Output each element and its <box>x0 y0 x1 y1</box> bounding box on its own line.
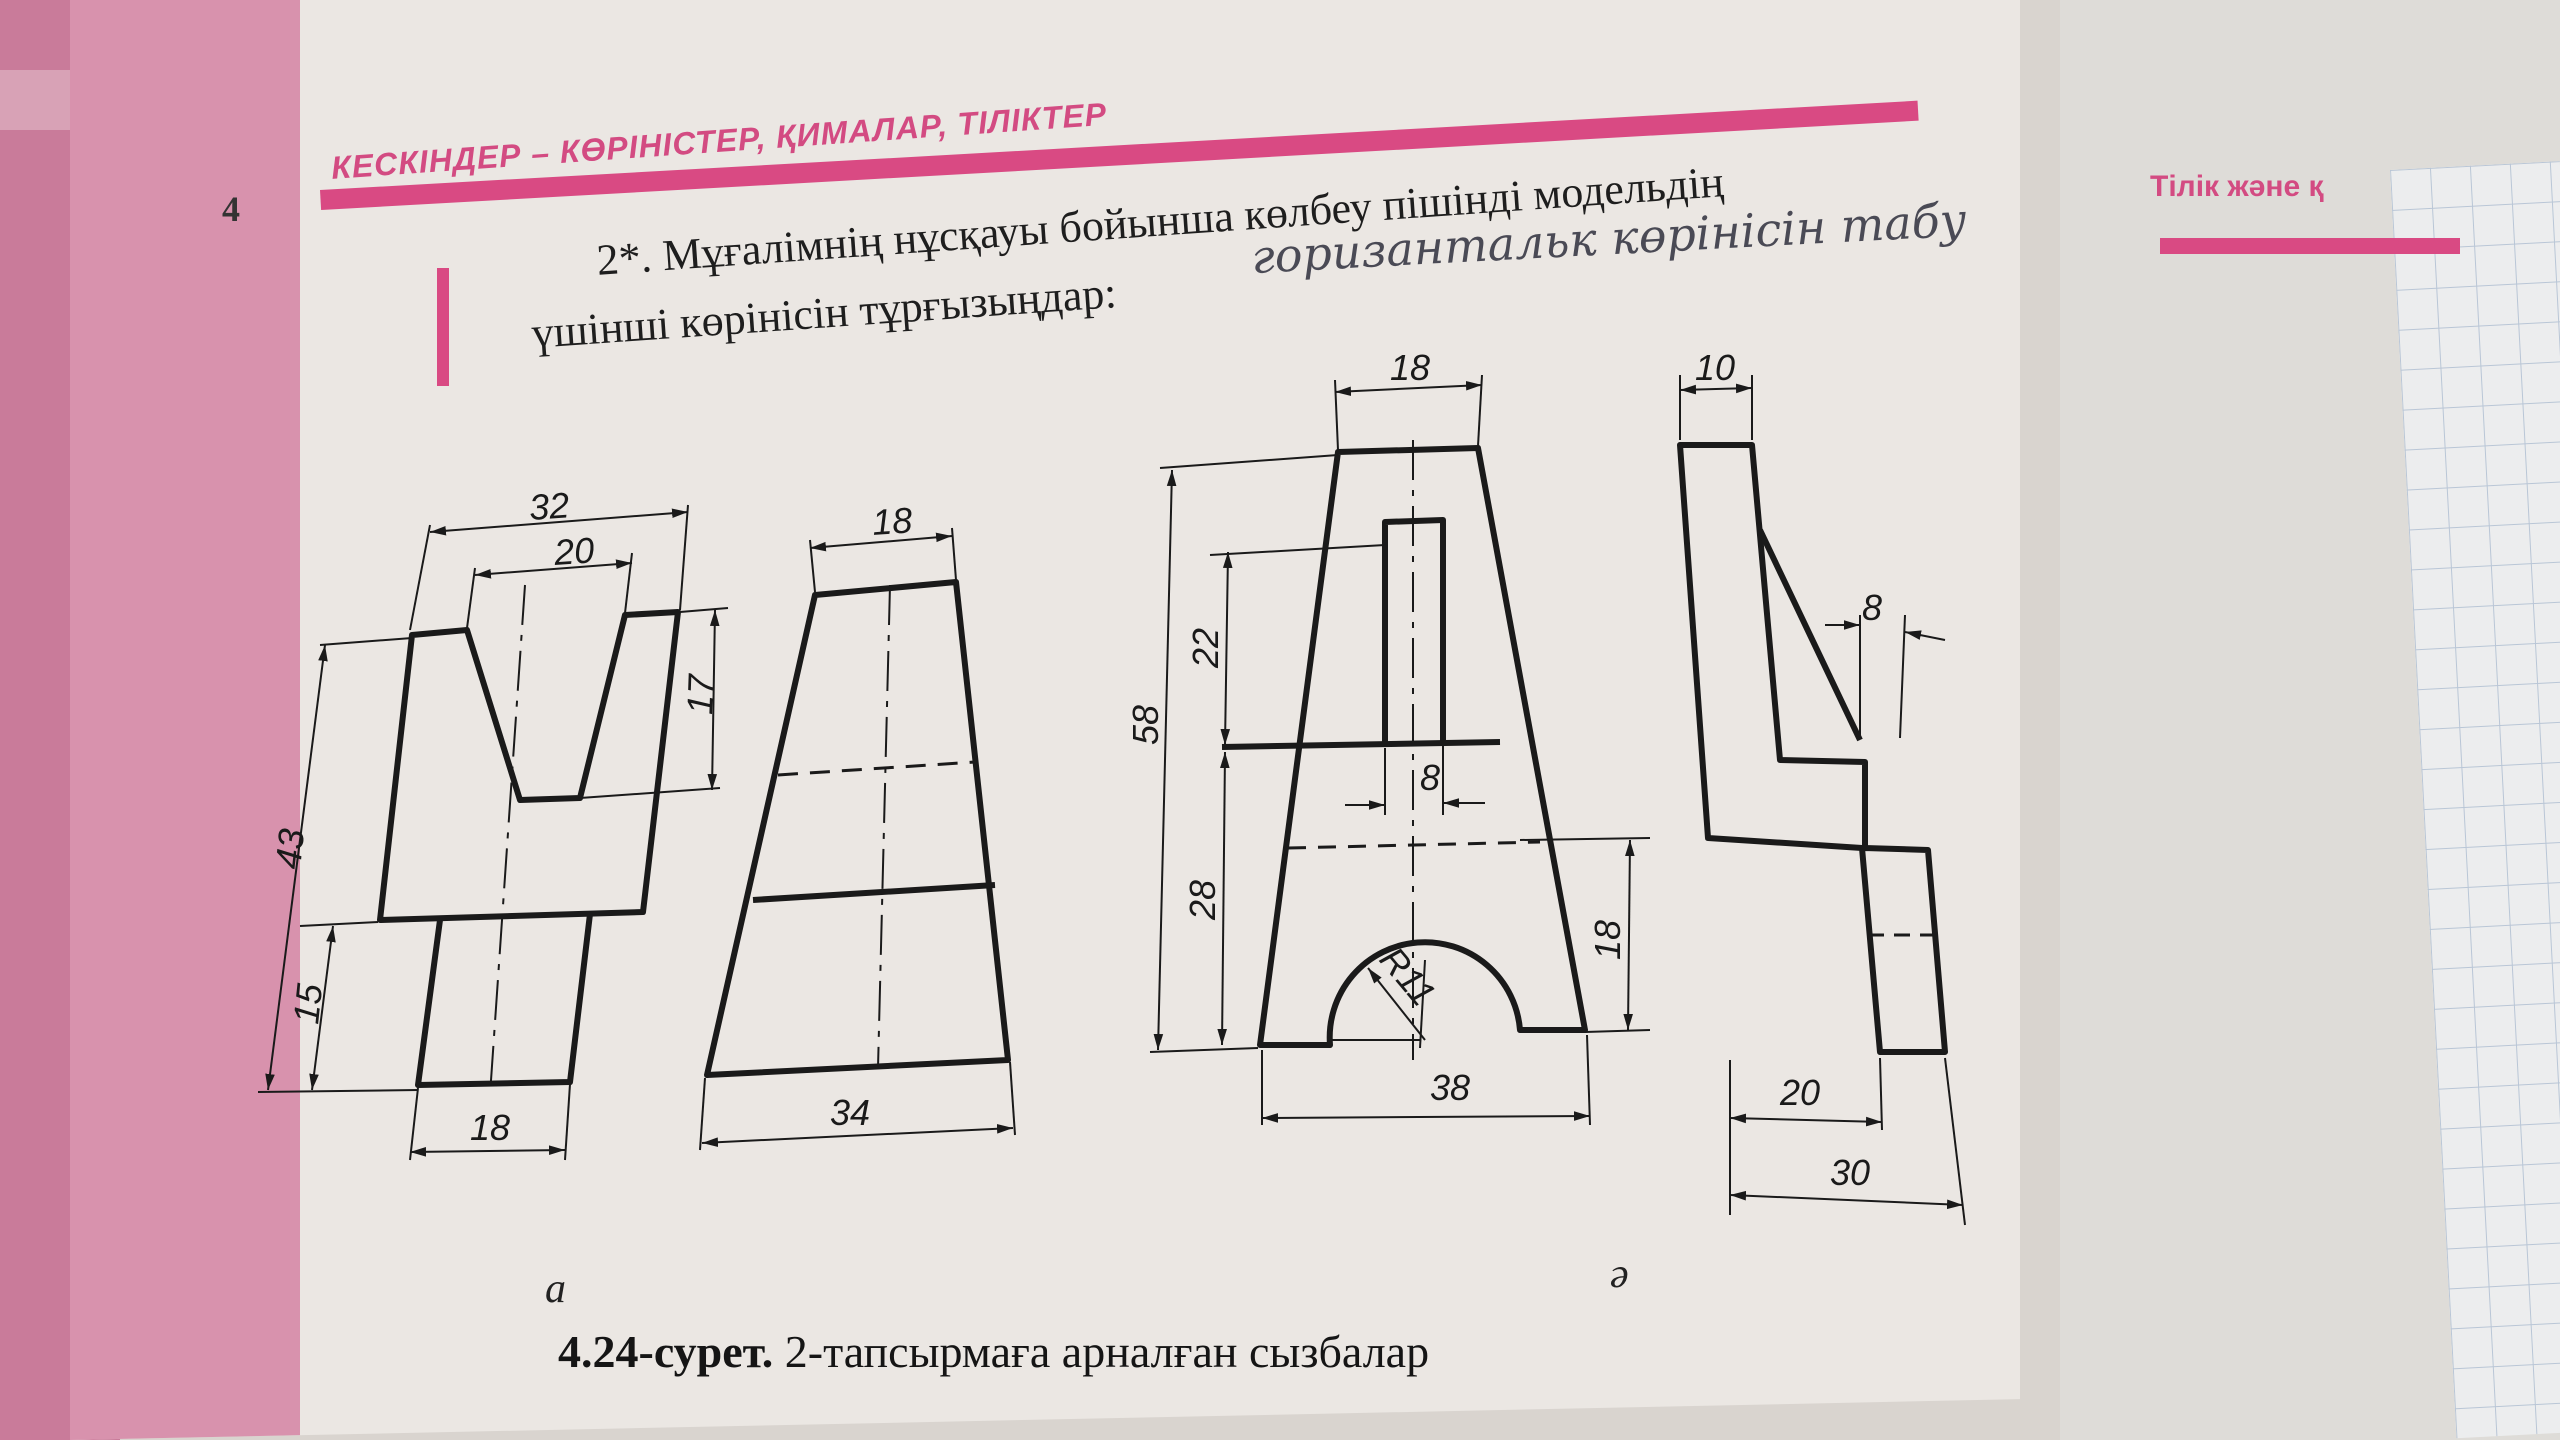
caption-number: 4.24-сурет. <box>558 1326 774 1377</box>
dim-a-20: 20 <box>552 529 596 573</box>
page-number: 4 <box>222 189 240 229</box>
dim-a-32: 32 <box>528 484 571 528</box>
task-marker-bar <box>437 268 449 386</box>
dim-e-38: 38 <box>1430 1067 1470 1108</box>
caption-text: 2-тапсырмаға арналған сызбалар <box>773 1326 1430 1377</box>
drawing-e-side-view <box>1677 375 1966 1226</box>
right-header-accent-band <box>2160 238 2460 254</box>
dim-e-22: 22 <box>1185 628 1226 669</box>
dim-a-18-top: 18 <box>871 499 914 543</box>
dim-a-34: 34 <box>830 1092 870 1133</box>
figure-label-e: ә <box>1610 1251 1629 1297</box>
figure-label-a: а <box>545 1266 566 1312</box>
dim-e-28: 28 <box>1182 880 1223 921</box>
dim-e-18: 18 <box>1390 347 1430 388</box>
right-page-header: Тілік және қ <box>2150 170 2324 203</box>
drawing-a-side-view <box>699 527 1016 1151</box>
dim-a-18-bottom: 18 <box>470 1107 510 1148</box>
dim-a-15: 15 <box>285 981 330 1026</box>
figure-caption: 4.24-сурет. 2-тапсырмаға арналған сызбал… <box>558 1325 1429 1378</box>
dim-e-8-mid: 8 <box>1420 757 1440 798</box>
dim-e-8-side: 8 <box>1862 587 1882 628</box>
dim-e-10: 10 <box>1695 347 1735 388</box>
drawing-e-front-view <box>1149 374 1651 1126</box>
dim-e-18-side: 18 <box>1587 920 1628 960</box>
dim-e-20: 20 <box>1779 1072 1820 1113</box>
dim-e-30: 30 <box>1830 1152 1870 1193</box>
drawing-a-front-view <box>257 504 729 1161</box>
dim-a-17: 17 <box>679 672 721 715</box>
dim-e-58: 58 <box>1125 705 1166 745</box>
dim-a-43: 43 <box>267 827 312 871</box>
